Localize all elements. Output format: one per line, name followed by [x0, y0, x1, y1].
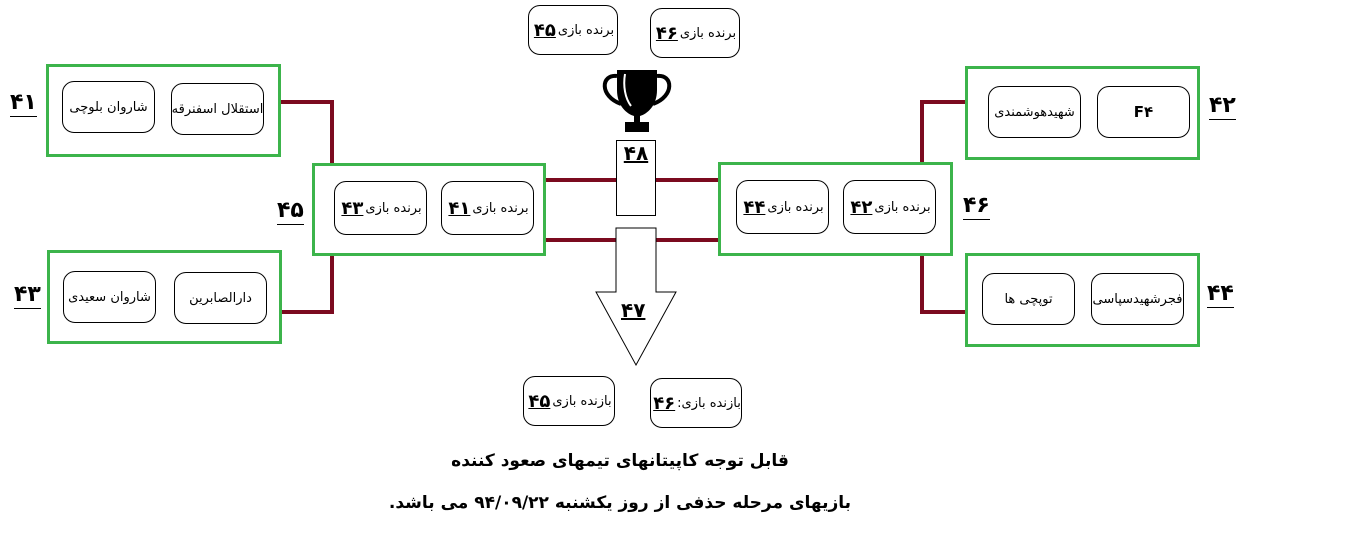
game-number: ۴۵: [528, 390, 551, 412]
game-number: ۴۳: [341, 197, 364, 219]
notice-heading: قابل توجه کاپیتانهای تیمهای صعود کننده: [451, 451, 789, 471]
label: بازنده بازی:: [677, 395, 741, 411]
label: برنده بازی: [557, 22, 615, 38]
connector: [656, 238, 719, 242]
connector: [920, 254, 924, 314]
connector: [656, 178, 719, 182]
label: برنده بازی: [767, 199, 824, 215]
game-43-label: ۴۳: [14, 282, 41, 309]
loser-46-box: بازنده بازی:۴۶: [650, 378, 742, 428]
label: برنده بازی: [679, 25, 737, 41]
connector: [545, 238, 617, 242]
notice-schedule: بازیهای مرحله حذفی از روز یکشنبه ۹۴/۰۹/۲…: [388, 493, 852, 513]
label: بازنده بازی: [552, 393, 612, 409]
game-number: ۴۱: [448, 197, 471, 219]
game-number: ۴۷: [621, 298, 646, 322]
connector: [281, 310, 334, 314]
final-box: ۴۸: [616, 140, 656, 216]
game-45-label: ۴۵: [277, 198, 304, 225]
connector: [280, 100, 334, 104]
connector: [330, 254, 334, 314]
connector: [330, 100, 334, 164]
game-number: ۴۲: [850, 196, 873, 218]
game-46-label: ۴۶: [963, 193, 990, 220]
down-arrow-icon: [595, 227, 677, 367]
game-number: ۴۶: [653, 392, 676, 414]
game-number: ۴۵: [533, 19, 556, 41]
game-42-label: ۴۲: [1209, 93, 1236, 120]
team-box: شاروان بلوچی: [62, 81, 155, 133]
team-box: شاروان سعیدی: [63, 271, 156, 323]
team-box: F۴: [1097, 86, 1190, 138]
game-41-label: ۴۱: [10, 90, 37, 117]
label: برنده بازی: [472, 200, 529, 216]
game-number: ۴۸: [623, 141, 649, 165]
connector: [920, 100, 966, 104]
trophy-icon: [602, 70, 672, 132]
team-box: استقلال اسفنرقه: [171, 83, 264, 135]
team-box: شهیدهوشمندی: [988, 86, 1081, 138]
team-box: فجرشهیدسپاسی: [1091, 273, 1184, 325]
connector: [545, 178, 617, 182]
game-number: ۴۴: [743, 196, 766, 218]
label: برنده بازی: [874, 199, 931, 215]
game-number: ۴۶: [655, 22, 678, 44]
team-box: توپچی ها: [982, 273, 1075, 325]
team-box: دارالصابرین: [174, 272, 267, 324]
connector: [920, 100, 924, 163]
connector: [920, 310, 966, 314]
game-44-label: ۴۴: [1207, 281, 1234, 308]
label: برنده بازی: [365, 200, 422, 216]
